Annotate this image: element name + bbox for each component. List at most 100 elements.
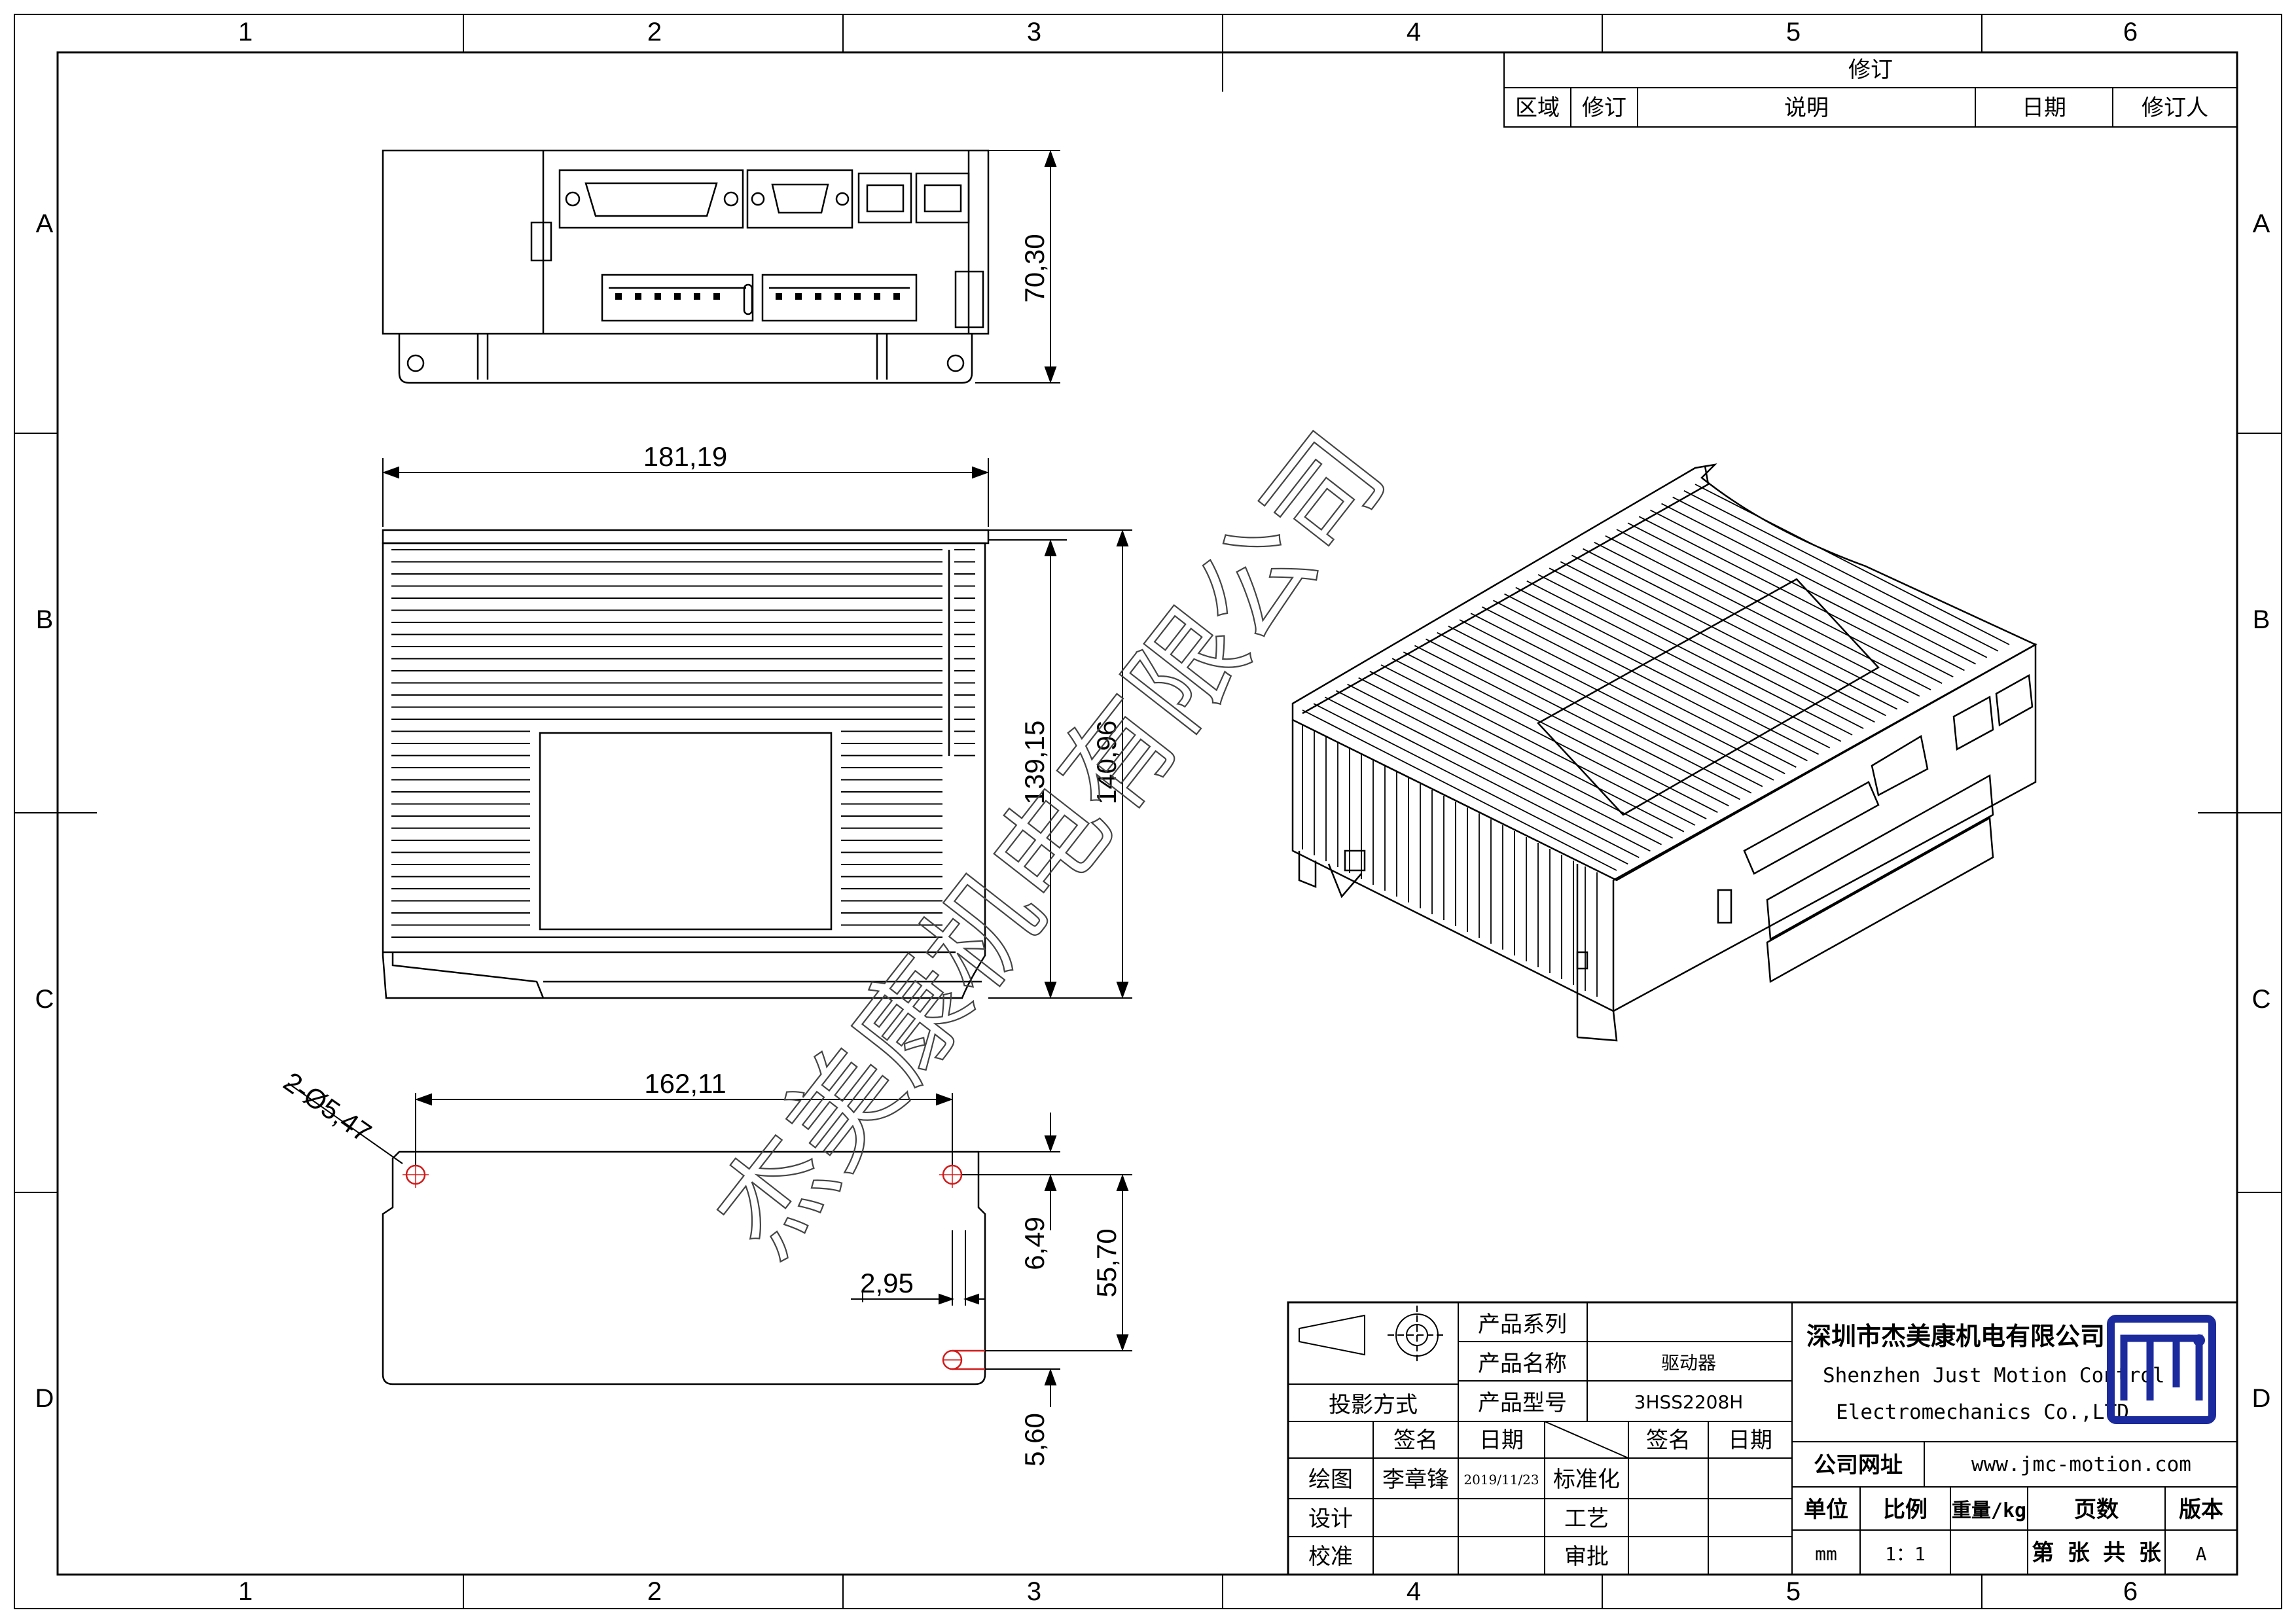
iso-top-fin	[1313, 703, 1628, 865]
iso-top-fin	[1470, 613, 1785, 774]
iso-top-fin	[1672, 496, 1988, 658]
header-date-2: 日期	[1728, 1427, 1772, 1454]
revision-header-area: 区域	[1515, 95, 1560, 121]
iso-top-fin	[1347, 683, 1662, 846]
iso-top-fin	[1695, 484, 2010, 645]
row-label-left-C: C	[35, 985, 54, 1014]
front-view-terminal-pins	[615, 293, 900, 300]
iso-top-fin	[1369, 671, 1685, 832]
iso-top-fin	[1605, 535, 1920, 697]
grid-labels: 1 2 3 4 5 6 1 2 3 4 5 6 A B C D A B C D	[35, 18, 2271, 1606]
value-website: www.jmc-motion.com	[1971, 1453, 2191, 1476]
title-block	[1287, 1301, 2238, 1576]
label-pages: 页数	[2074, 1497, 2119, 1523]
dim-front-height	[975, 150, 1060, 383]
value-product-name: 驱动器	[1661, 1352, 1716, 1374]
revision-header-rev: 修订	[1582, 95, 1626, 121]
col-label-bottom-3: 3	[1027, 1577, 1041, 1606]
top-view	[382, 529, 990, 999]
row-label-right-D: D	[2252, 1384, 2271, 1413]
dim-label-55-70: 55,70	[1091, 1228, 1122, 1297]
iso-top-fin	[1515, 586, 1831, 749]
col-label-bottom-6: 6	[2123, 1577, 2138, 1606]
label-website: 公司网址	[1814, 1452, 1903, 1478]
value-scale: 1：1	[1885, 1543, 1926, 1565]
iso-top-fin	[1380, 664, 1696, 826]
row-label-right-B: B	[2253, 605, 2270, 634]
col-label-bottom-4: 4	[1407, 1577, 1421, 1606]
iso-top-fin	[1583, 548, 1897, 710]
dim-label-139-15: 139,15	[1019, 721, 1050, 804]
label-process: 工艺	[1564, 1506, 1609, 1532]
dim-label-181-19: 181,19	[643, 441, 727, 472]
label-drawn: 绘图	[1308, 1467, 1353, 1493]
iso-top-fin	[1302, 709, 1617, 871]
label-product-series: 产品系列	[1478, 1311, 1567, 1338]
iso-top-fin	[1391, 658, 1707, 819]
iso-top-fin	[1549, 567, 1864, 729]
iso-top-fin	[1481, 606, 1797, 768]
iso-top-fin	[1504, 593, 1819, 755]
iso-top-fin	[1493, 599, 1808, 762]
row-label-left-D: D	[35, 1384, 54, 1413]
header-sign: 签名	[1393, 1427, 1438, 1454]
col-label-top-1: 1	[238, 18, 253, 46]
dim-label-140-96: 140,96	[1091, 721, 1122, 804]
dim-label-hole-dia: 2-Ø5,47	[278, 1066, 377, 1149]
col-label-bottom-5: 5	[1786, 1577, 1801, 1606]
iso-top-fin	[1403, 651, 1718, 813]
top-view-fins	[391, 549, 975, 938]
label-design: 设计	[1308, 1506, 1353, 1532]
label-version: 版本	[2179, 1497, 2223, 1523]
iso-top-fin	[1594, 541, 1909, 704]
isometric-view	[1291, 463, 2037, 1042]
row-label-right-A: A	[2253, 209, 2270, 238]
label-projection: 投影方式	[1329, 1392, 1418, 1418]
value-version: A	[2196, 1543, 2207, 1565]
iso-top-fin	[1324, 696, 1640, 859]
label-standardization: 标准化	[1553, 1467, 1620, 1493]
iso-top-fin	[1560, 561, 1875, 723]
col-label-top-5: 5	[1786, 18, 1801, 46]
label-approve: 审批	[1564, 1544, 1609, 1570]
label-weight: 重量/kg	[1952, 1499, 2026, 1522]
dim-label-5-60: 5,60	[1019, 1413, 1050, 1467]
col-label-top-2: 2	[647, 18, 662, 46]
mount-holes	[403, 1162, 985, 1370]
dim-label-162-11: 162,11	[644, 1068, 726, 1099]
col-label-bottom-2: 2	[647, 1577, 662, 1606]
iso-top-fin	[1459, 619, 1774, 781]
iso-top-fin	[1437, 632, 1752, 794]
dim-label-70-30: 70,30	[1019, 234, 1050, 302]
company-name-cn: 深圳市杰美康机电有限公司	[1806, 1322, 2105, 1351]
label-product-name: 产品名称	[1478, 1351, 1567, 1377]
iso-top-fin	[1414, 645, 1729, 807]
col-label-top-3: 3	[1027, 18, 1041, 46]
row-label-left-A: A	[36, 209, 54, 238]
mount-view	[382, 1150, 986, 1385]
drawing-frame	[14, 14, 2282, 1609]
iso-top-fin	[1358, 677, 1674, 839]
value-drawn-by: 李章锋	[1382, 1467, 1449, 1493]
isometric-fins	[1302, 484, 2010, 997]
col-label-top-4: 4	[1407, 18, 1421, 46]
iso-top-fin	[1426, 638, 1740, 800]
revision-table: 修订 区域 修订 说明 日期 修订人	[1503, 52, 2238, 128]
revision-title: 修订	[1848, 57, 1893, 83]
label-scale: 比例	[1883, 1497, 1928, 1523]
company-logo	[2107, 1315, 2216, 1424]
dim-mount-view	[287, 1082, 1132, 1407]
value-product-model: 3HSS2208H	[1634, 1391, 1744, 1413]
iso-top-fin	[1683, 490, 1999, 652]
revision-header-date: 日期	[2022, 95, 2066, 121]
value-unit: mm	[1815, 1543, 1837, 1565]
iso-top-fin	[1638, 516, 1954, 678]
iso-top-fin	[1627, 522, 1943, 684]
iso-top-fin	[1336, 690, 1651, 852]
dim-label-2-95: 2,95	[860, 1268, 914, 1298]
revision-header-reviser: 修订人	[2142, 95, 2208, 121]
iso-top-fin	[1661, 503, 1976, 665]
header-date: 日期	[1479, 1427, 1524, 1454]
label-unit: 单位	[1804, 1497, 1848, 1523]
